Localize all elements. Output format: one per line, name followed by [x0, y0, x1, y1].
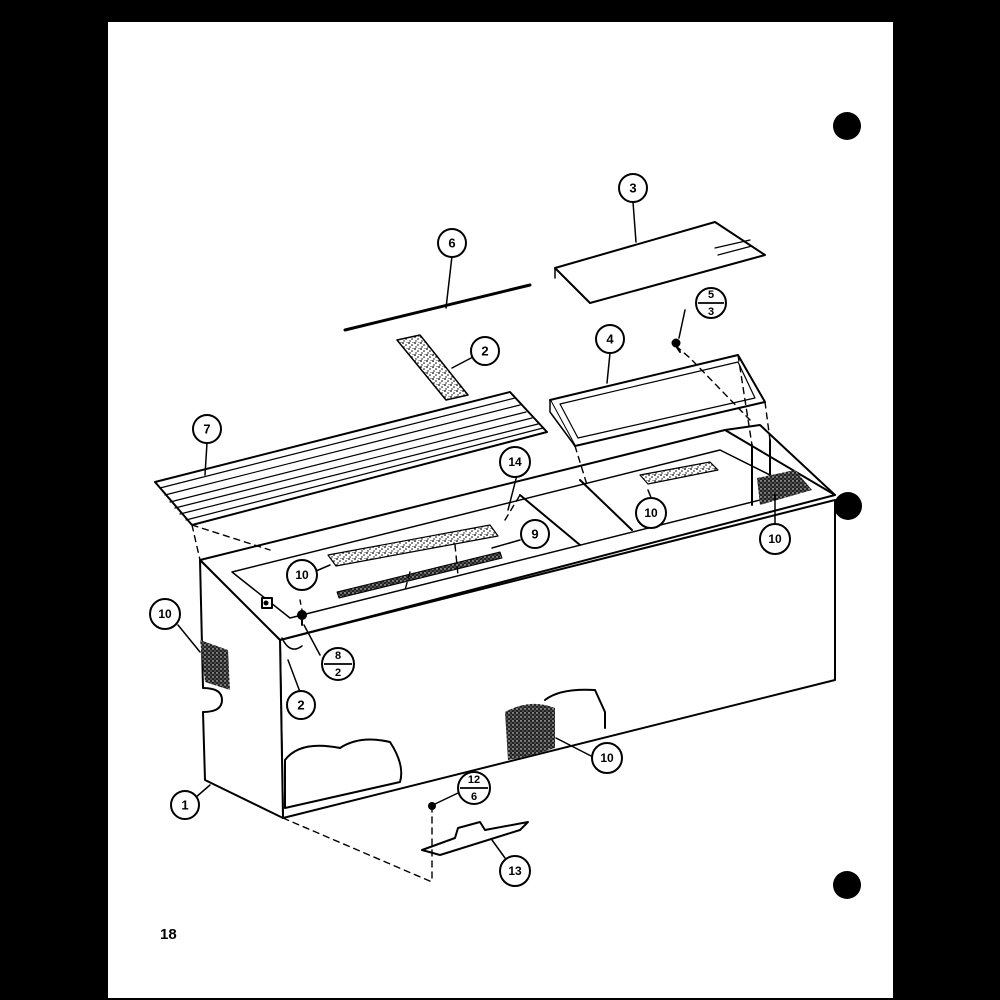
callout-9: 9 [520, 519, 550, 549]
rod-part-6 [343, 283, 532, 332]
svg-text:2: 2 [297, 698, 304, 713]
insulation-pad-front [505, 703, 555, 760]
callout-5-over-3: 5 3 [695, 287, 727, 319]
assembly-dashed-lines [191, 345, 771, 883]
callout-2-lower: 2 [286, 690, 316, 720]
callout-4: 4 [595, 324, 625, 354]
callout-1: 1 [170, 790, 200, 820]
svg-text:3: 3 [629, 181, 636, 196]
svg-text:6: 6 [448, 236, 455, 251]
bracket-part-13 [421, 821, 529, 856]
binder-hole-bottom [833, 871, 861, 899]
binder-hole-top [833, 112, 861, 140]
callout-2-upper: 2 [470, 336, 500, 366]
callout-7: 7 [192, 414, 222, 444]
svg-text:13: 13 [508, 864, 522, 878]
svg-text:10: 10 [768, 532, 782, 546]
svg-text:10: 10 [644, 506, 658, 520]
callout-10-front: 10 [591, 742, 623, 774]
svg-text:4: 4 [606, 332, 614, 347]
svg-text:10: 10 [600, 751, 614, 765]
page-number: 18 [160, 926, 177, 943]
tray-frame-part-4 [549, 354, 766, 447]
callout-10-left-side: 10 [149, 598, 181, 630]
svg-text:5: 5 [708, 289, 714, 301]
foam-strip-part-2 [396, 334, 469, 401]
svg-text:8: 8 [335, 650, 341, 662]
svg-text:2: 2 [335, 667, 341, 679]
strip-part-9 [336, 551, 503, 599]
grille-part-7 [154, 391, 548, 526]
svg-text:9: 9 [531, 527, 538, 542]
callout-10-top-left: 10 [286, 559, 318, 591]
svg-text:1: 1 [181, 798, 188, 813]
insulation-pad-right-corner [757, 470, 812, 505]
leader-lines [177, 201, 776, 859]
insulation-pad-top-right [639, 461, 719, 485]
callout-3: 3 [618, 173, 648, 203]
svg-text:14: 14 [508, 455, 522, 469]
svg-text:12: 12 [468, 774, 480, 786]
svg-text:3: 3 [708, 306, 714, 318]
callout-13: 13 [499, 855, 531, 887]
svg-text:2: 2 [481, 344, 488, 359]
svg-text:6: 6 [471, 791, 477, 803]
callout-10-right-corner: 10 [759, 523, 791, 555]
callout-6: 6 [437, 228, 467, 258]
insulation-pad-left-side [200, 640, 230, 690]
svg-text:10: 10 [295, 568, 309, 582]
svg-text:7: 7 [203, 422, 210, 437]
callout-12-over-6: 12 6 [457, 771, 491, 805]
callout-14: 14 [499, 446, 531, 478]
access-cover-part-3 [554, 221, 766, 304]
insulation-pad-top-left [327, 524, 499, 567]
binder-hole-middle [834, 492, 862, 520]
callout-10-top-right: 10 [635, 497, 667, 529]
callout-8-over-2: 8 2 [321, 647, 355, 681]
svg-text:10: 10 [158, 607, 172, 621]
